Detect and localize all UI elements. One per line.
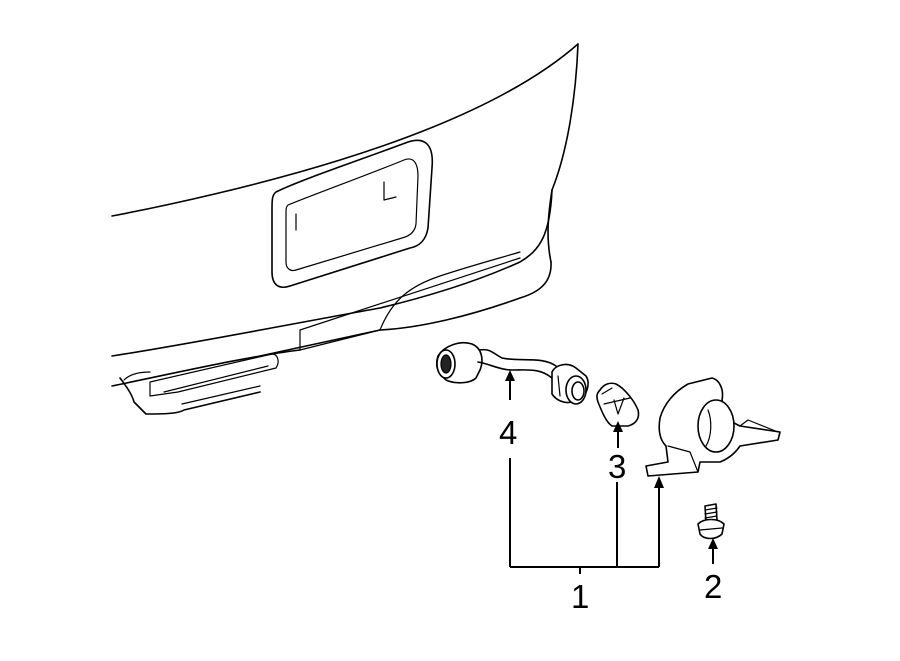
license-plate-recess	[271, 139, 434, 288]
arrowhead-3	[613, 421, 623, 432]
arrowhead-1	[654, 476, 664, 488]
lamp-housing	[645, 377, 781, 477]
rear-bumper-panel	[111, 43, 579, 415]
arrowhead-2	[708, 538, 718, 549]
socket-wire-harness	[435, 341, 589, 405]
callout-3: 3	[608, 448, 626, 485]
callout-4: 4	[499, 414, 517, 451]
arrowhead-4	[505, 370, 515, 381]
screw	[697, 503, 725, 540]
callout-2: 2	[704, 568, 722, 605]
callout-arrowheads	[505, 370, 718, 549]
bulb	[596, 382, 640, 427]
callout-leaders	[509, 380, 714, 574]
callout-1: 1	[571, 578, 589, 615]
